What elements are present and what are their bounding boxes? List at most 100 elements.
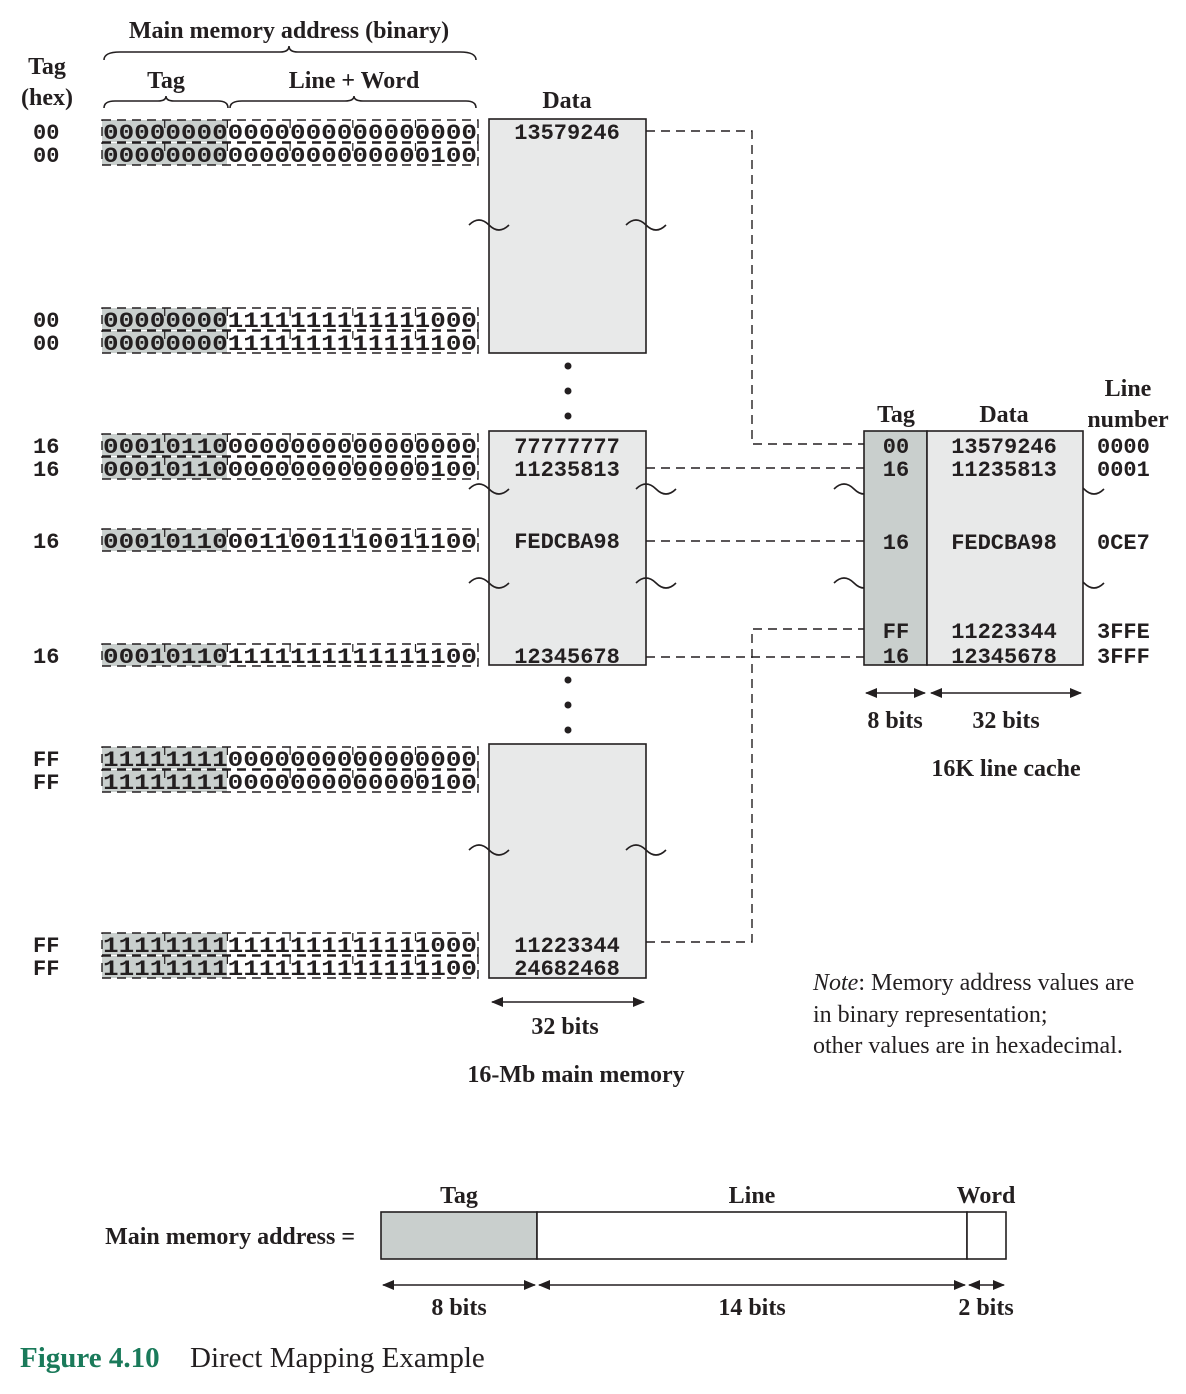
memory-block-2 [488,430,647,666]
memory-width-label: 32 bits [531,1014,598,1040]
memory-row: FF 111111110000000000000000 [33,746,479,773]
row-tag-hex: 16 [33,458,59,483]
break-mark [468,844,510,856]
address-title: Main memory address (binary) [129,18,449,44]
tag-bits-shade [102,331,227,353]
cache-tag-column [863,430,928,666]
break-mark [468,219,510,231]
tag-bits-shade [102,770,227,792]
row-data: 11235813 [514,458,620,483]
figure-number: Figure 4.10 [20,1342,160,1374]
row-tag-hex: 00 [33,121,59,146]
cache-line-header-sub: number [1087,407,1169,433]
row-binary-address: 000000001111111111111100 [103,332,477,357]
cache-row-line: 0000 [1097,435,1150,460]
cache-row-tag: 00 [883,435,909,460]
row-tag-hex: FF [33,957,59,982]
break-mark [635,483,677,495]
cache-row-tag: 16 [883,458,909,483]
cache-row: 00 13579246 0000 [883,435,1150,460]
cache-line-header: Line [1105,376,1152,402]
cache-row-tag: 16 [883,531,909,556]
row-binary-address: 000101100000000000000000 [103,435,477,460]
mapping-connectors [646,130,864,943]
cache-row: 16 FEDCBA98 0CE7 [883,531,1150,556]
row-data: 24682468 [514,957,620,982]
row-binary-address: 000000000000000000000100 [103,144,477,169]
row-data: FEDCBA98 [514,530,620,555]
break-mark [635,577,677,589]
note-line-1: Note: Memory address values are [812,970,1134,996]
row-tag-hex: FF [33,934,59,959]
row-data: 11223344 [514,934,620,959]
tag-brace [103,95,229,109]
row-data: 77777777 [514,435,620,460]
format-word-field [966,1211,1007,1260]
cache-row-line: 0001 [1097,458,1150,483]
row-tag-hex: 00 [33,144,59,169]
memory-row: 00 000000000000000000000100 [33,142,479,169]
tag-bits-shade [102,308,227,330]
memory-block-1 [488,118,647,354]
break-mark [468,483,510,495]
format-line-field [536,1211,968,1260]
format-line-bits: 14 bits [718,1295,785,1321]
cache-row-tag: FF [883,620,909,645]
cache-row-data: 13579246 [951,435,1057,460]
note-line-2: in binary representation; [813,1002,1048,1028]
line-word-field-label: Line + Word [289,68,420,94]
format-word-label: Word [957,1183,1016,1209]
cache-row-data: FEDCBA98 [951,531,1057,556]
cache-row-line: 0CE7 [1097,531,1150,556]
tag-bits-shade [102,457,227,479]
cache-row-data: 11223344 [951,620,1057,645]
row-binary-address: 000101100000000000000100 [103,458,477,483]
memory-row: 16 000101100000000000000100 11235813 [33,456,620,483]
line-word-brace [229,95,477,109]
note-line-3: other values are in hexadecimal. [813,1033,1123,1059]
row-tag-hex: 00 [33,332,59,357]
address-brace [103,45,477,61]
note-italic: Note [812,970,859,996]
tag-bits-shade [102,120,227,142]
row-tag-hex: 00 [33,309,59,334]
tag-bits-shade [102,933,227,955]
row-tag-hex: 16 [33,645,59,670]
tag-bits-shade [102,956,227,978]
row-data: 13579246 [514,121,620,146]
cache-row-tag: 16 [883,645,909,670]
format-line-label: Line [729,1183,776,1209]
tag-bits-shade [102,143,227,165]
format-tag-field [380,1211,538,1260]
row-binary-address: 111111110000000000000100 [103,771,477,796]
row-binary-address: 000101100011001110011100 [103,530,477,555]
cache-row-data: 12345678 [951,645,1057,670]
cache-data-bits: 32 bits [972,708,1039,734]
row-tag-hex: 16 [33,435,59,460]
format-word-bits: 2 bits [958,1295,1013,1321]
row-binary-address: 111111110000000000000000 [103,748,477,773]
cache-row: FF 11223344 3FFE [883,620,1150,645]
cache-row-line: 3FFE [1097,620,1150,645]
cache-data-header: Data [979,402,1028,428]
cache-tag-bits: 8 bits [867,708,922,734]
figure-title: Direct Mapping Example [190,1342,485,1374]
cache-title: 16K line cache [931,756,1081,782]
tag-bits-shade [102,644,227,666]
memory-row: 16 000101100000000000000000 77777777 [33,433,620,460]
cache-row-data: 11235813 [951,458,1057,483]
main-memory-title: 16-Mb main memory [467,1062,684,1088]
row-tag-hex: FF [33,748,59,773]
tag-hex-label-sub: (hex) [21,85,73,111]
tag-bits-shade [102,747,227,769]
